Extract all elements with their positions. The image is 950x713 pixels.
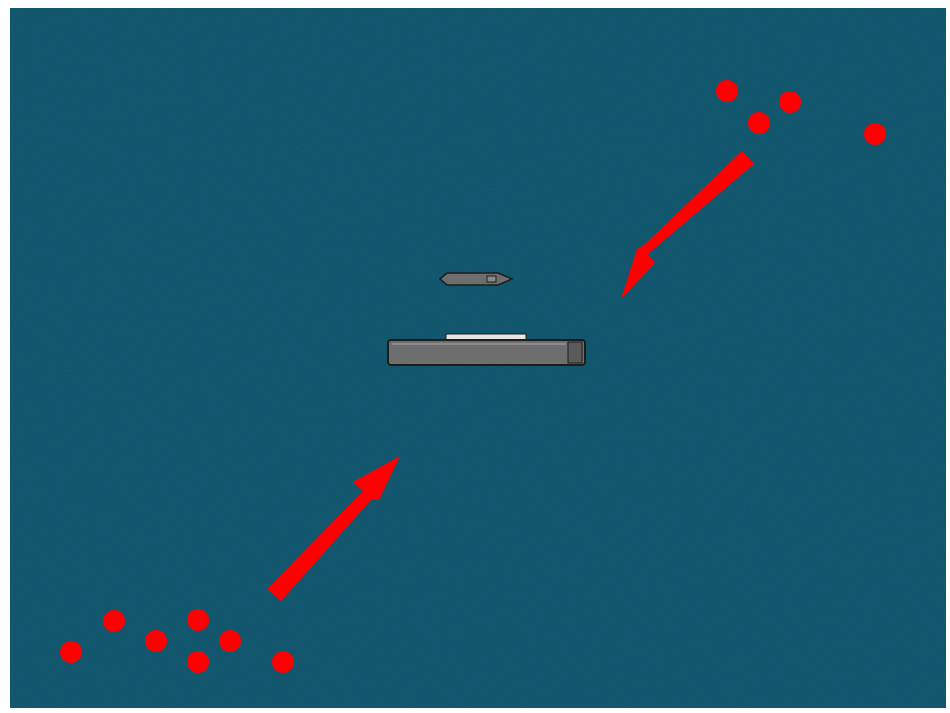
hostile-unit-marker[interactable] [187,651,209,673]
hostile-unit-marker[interactable] [272,651,294,673]
hostile-unit-marker[interactable] [103,610,125,632]
hostile-unit-marker[interactable] [779,91,801,113]
escort-boat-bridge [487,276,496,282]
hostile-unit-marker[interactable] [187,609,209,631]
hostile-unit-marker[interactable] [219,630,241,652]
hostile-unit-marker[interactable] [716,80,738,102]
hostile-unit-marker[interactable] [748,112,770,134]
main-vessel-stern [568,342,582,363]
escort-boat-hull [440,273,512,285]
hostile-unit-marker[interactable] [864,123,886,145]
hostile-unit-marker[interactable] [145,630,167,652]
hostile-unit-marker[interactable] [60,641,82,663]
escort-boat[interactable] [440,273,512,285]
